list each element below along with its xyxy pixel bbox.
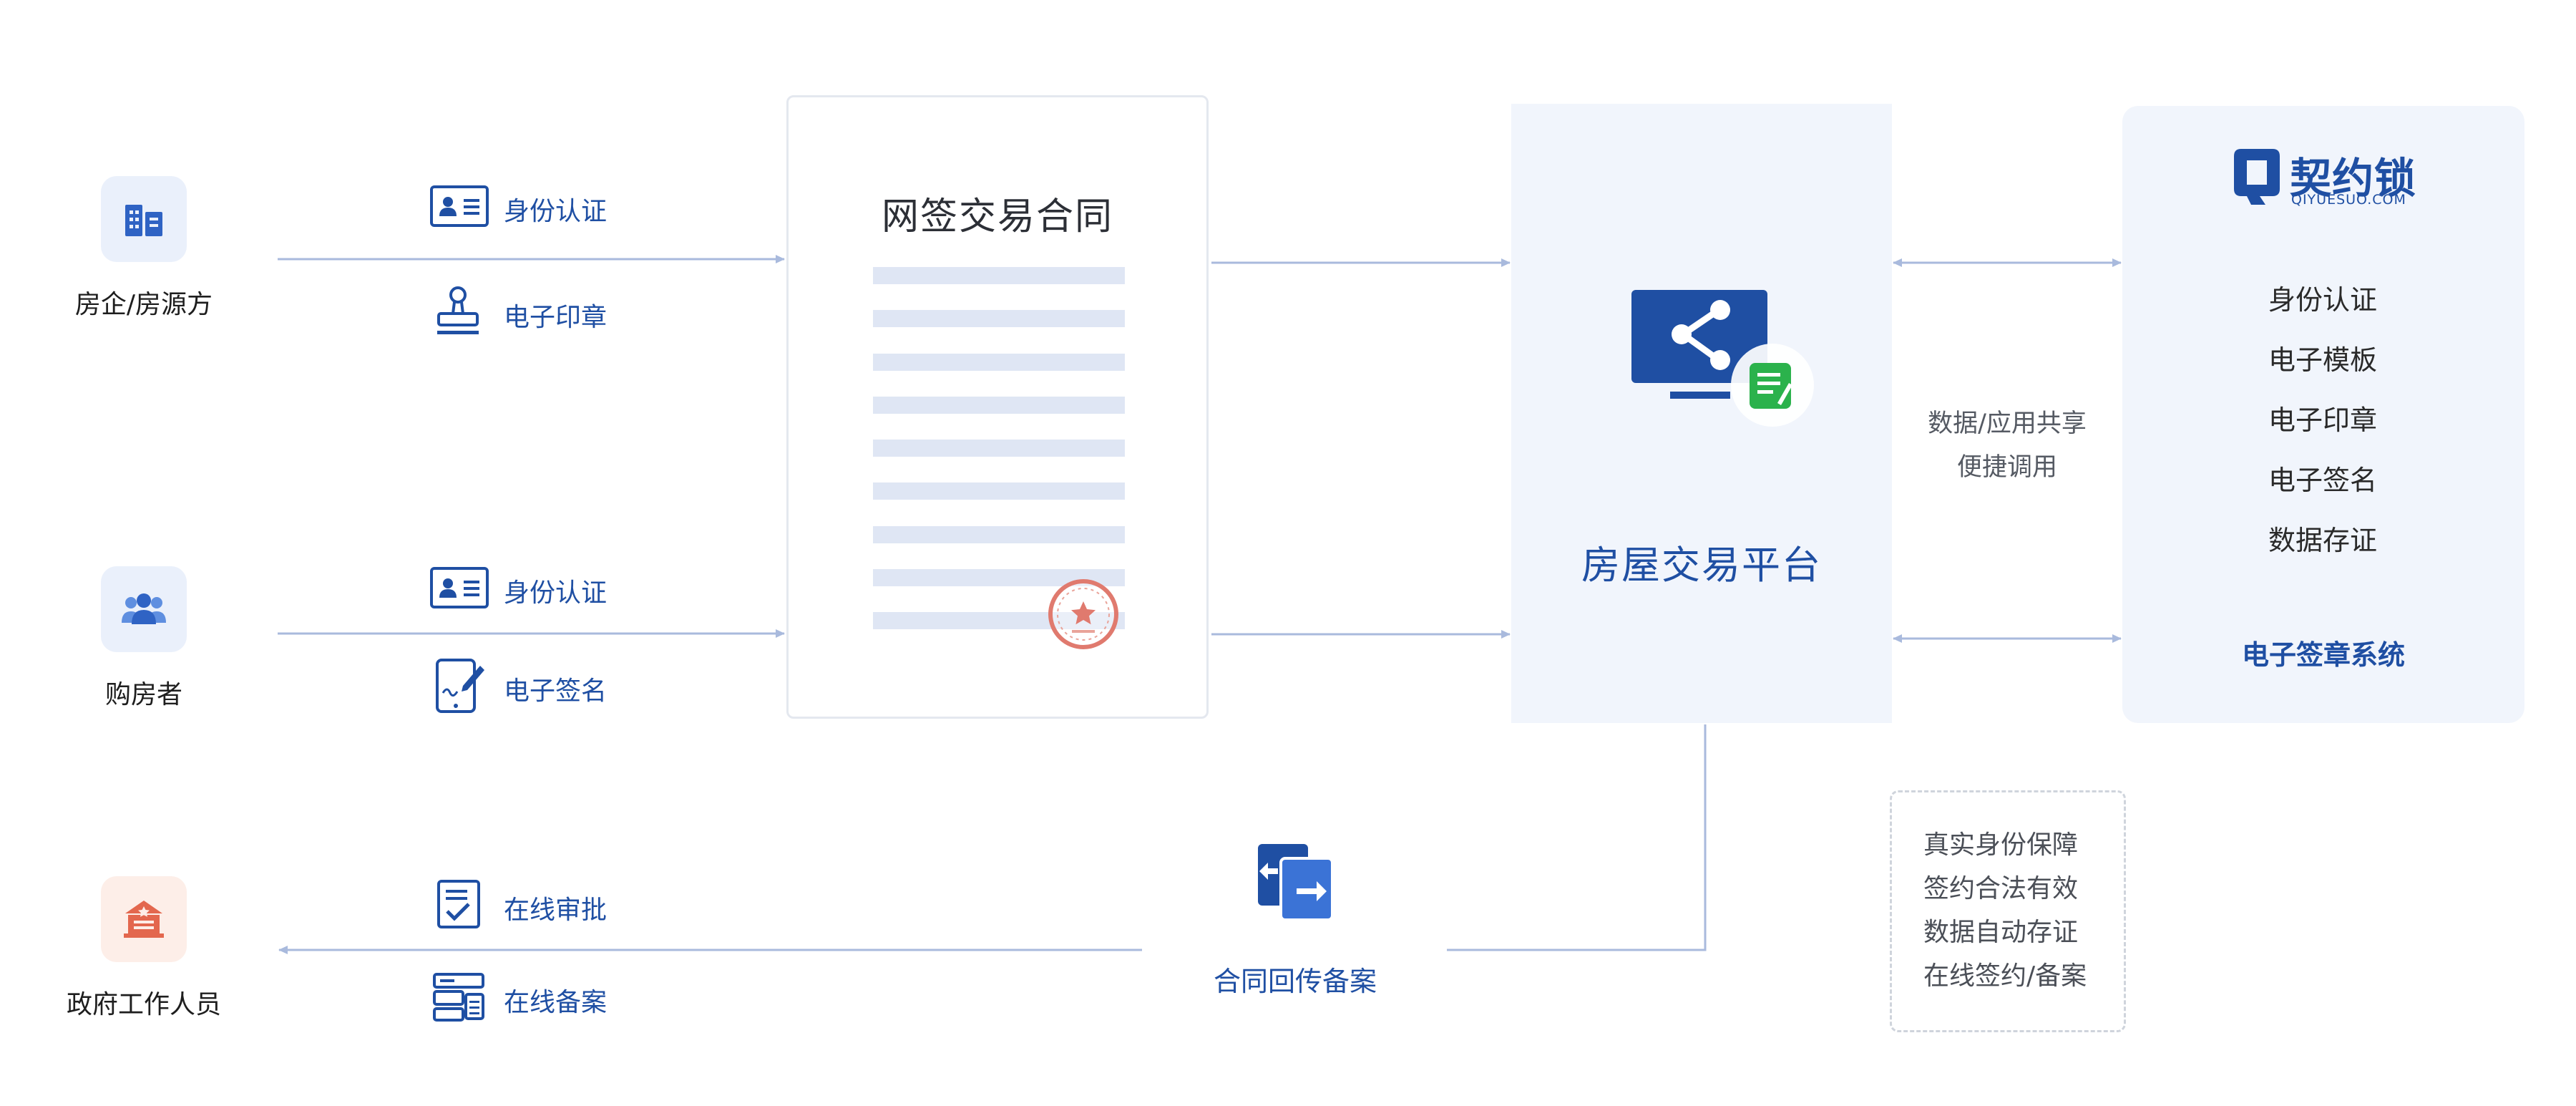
platform-title: 房屋交易平台 [1581, 543, 1822, 588]
system-feature-signature: 电子签名 [2268, 465, 2377, 496]
brand-name: 契约锁 [2290, 154, 2417, 203]
connector-platform-down [1447, 724, 1707, 951]
system-feature-evidence: 数据存证 [2268, 525, 2377, 556]
document-line [873, 482, 1125, 500]
stamp-icon [433, 285, 483, 342]
buyer-signature-label: 电子签名 [504, 676, 608, 706]
government-building-icon [101, 876, 187, 962]
brand-domain: QIYUESUO.COM [2291, 192, 2406, 208]
contract-title: 网签交易合同 [881, 195, 1113, 238]
benefit-item: 签约合法有效 [1923, 874, 2079, 903]
filing-server-icon [431, 971, 486, 1026]
benefit-item: 数据自动存证 [1923, 918, 2079, 947]
sharing-line2: 便捷调用 [1956, 453, 2057, 482]
approval-document-icon [436, 878, 482, 933]
system-title: 电子签章系统 [2241, 639, 2405, 671]
return-flow-label: 合同回传备案 [1213, 966, 1377, 997]
platform-panel [1511, 104, 1892, 723]
sharing-line1: 数据/应用共享 [1928, 409, 2087, 438]
users-icon [101, 566, 187, 652]
developer-identity-label: 身份认证 [504, 197, 608, 226]
id-card-icon [429, 185, 489, 231]
actor-buyer-label: 购房者 [104, 680, 182, 709]
actor-developer-label: 房企/房源方 [74, 290, 213, 319]
tablet-signature-icon [434, 657, 486, 717]
buyer-identity-label: 身份认证 [504, 578, 608, 608]
system-feature-seal: 电子印章 [2268, 404, 2377, 436]
system-feature-template: 电子模板 [2268, 344, 2377, 376]
document-line [873, 397, 1125, 414]
developer-seal-label: 电子印章 [504, 303, 608, 332]
transfer-documents-icon [1254, 840, 1337, 926]
document-line [873, 310, 1125, 327]
id-card-icon [429, 566, 489, 612]
document-line [873, 267, 1125, 284]
benefits-box [1890, 790, 2126, 1032]
monitor-share-icon [1630, 288, 1816, 435]
red-seal-icon [1046, 577, 1121, 654]
system-feature-identity: 身份认证 [2268, 284, 2377, 316]
benefit-item: 真实身份保障 [1923, 830, 2079, 860]
brand-logo-icon [2231, 145, 2283, 210]
signature-system-panel [2122, 106, 2524, 723]
government-filing-label: 在线备案 [504, 988, 608, 1017]
benefit-item: 在线签约/备案 [1923, 961, 2087, 991]
document-line [873, 440, 1125, 457]
document-line [873, 354, 1125, 371]
government-approval-label: 在线审批 [504, 896, 608, 925]
building-icon [101, 176, 187, 262]
document-line [873, 526, 1125, 543]
actor-government-label: 政府工作人员 [66, 990, 221, 1019]
